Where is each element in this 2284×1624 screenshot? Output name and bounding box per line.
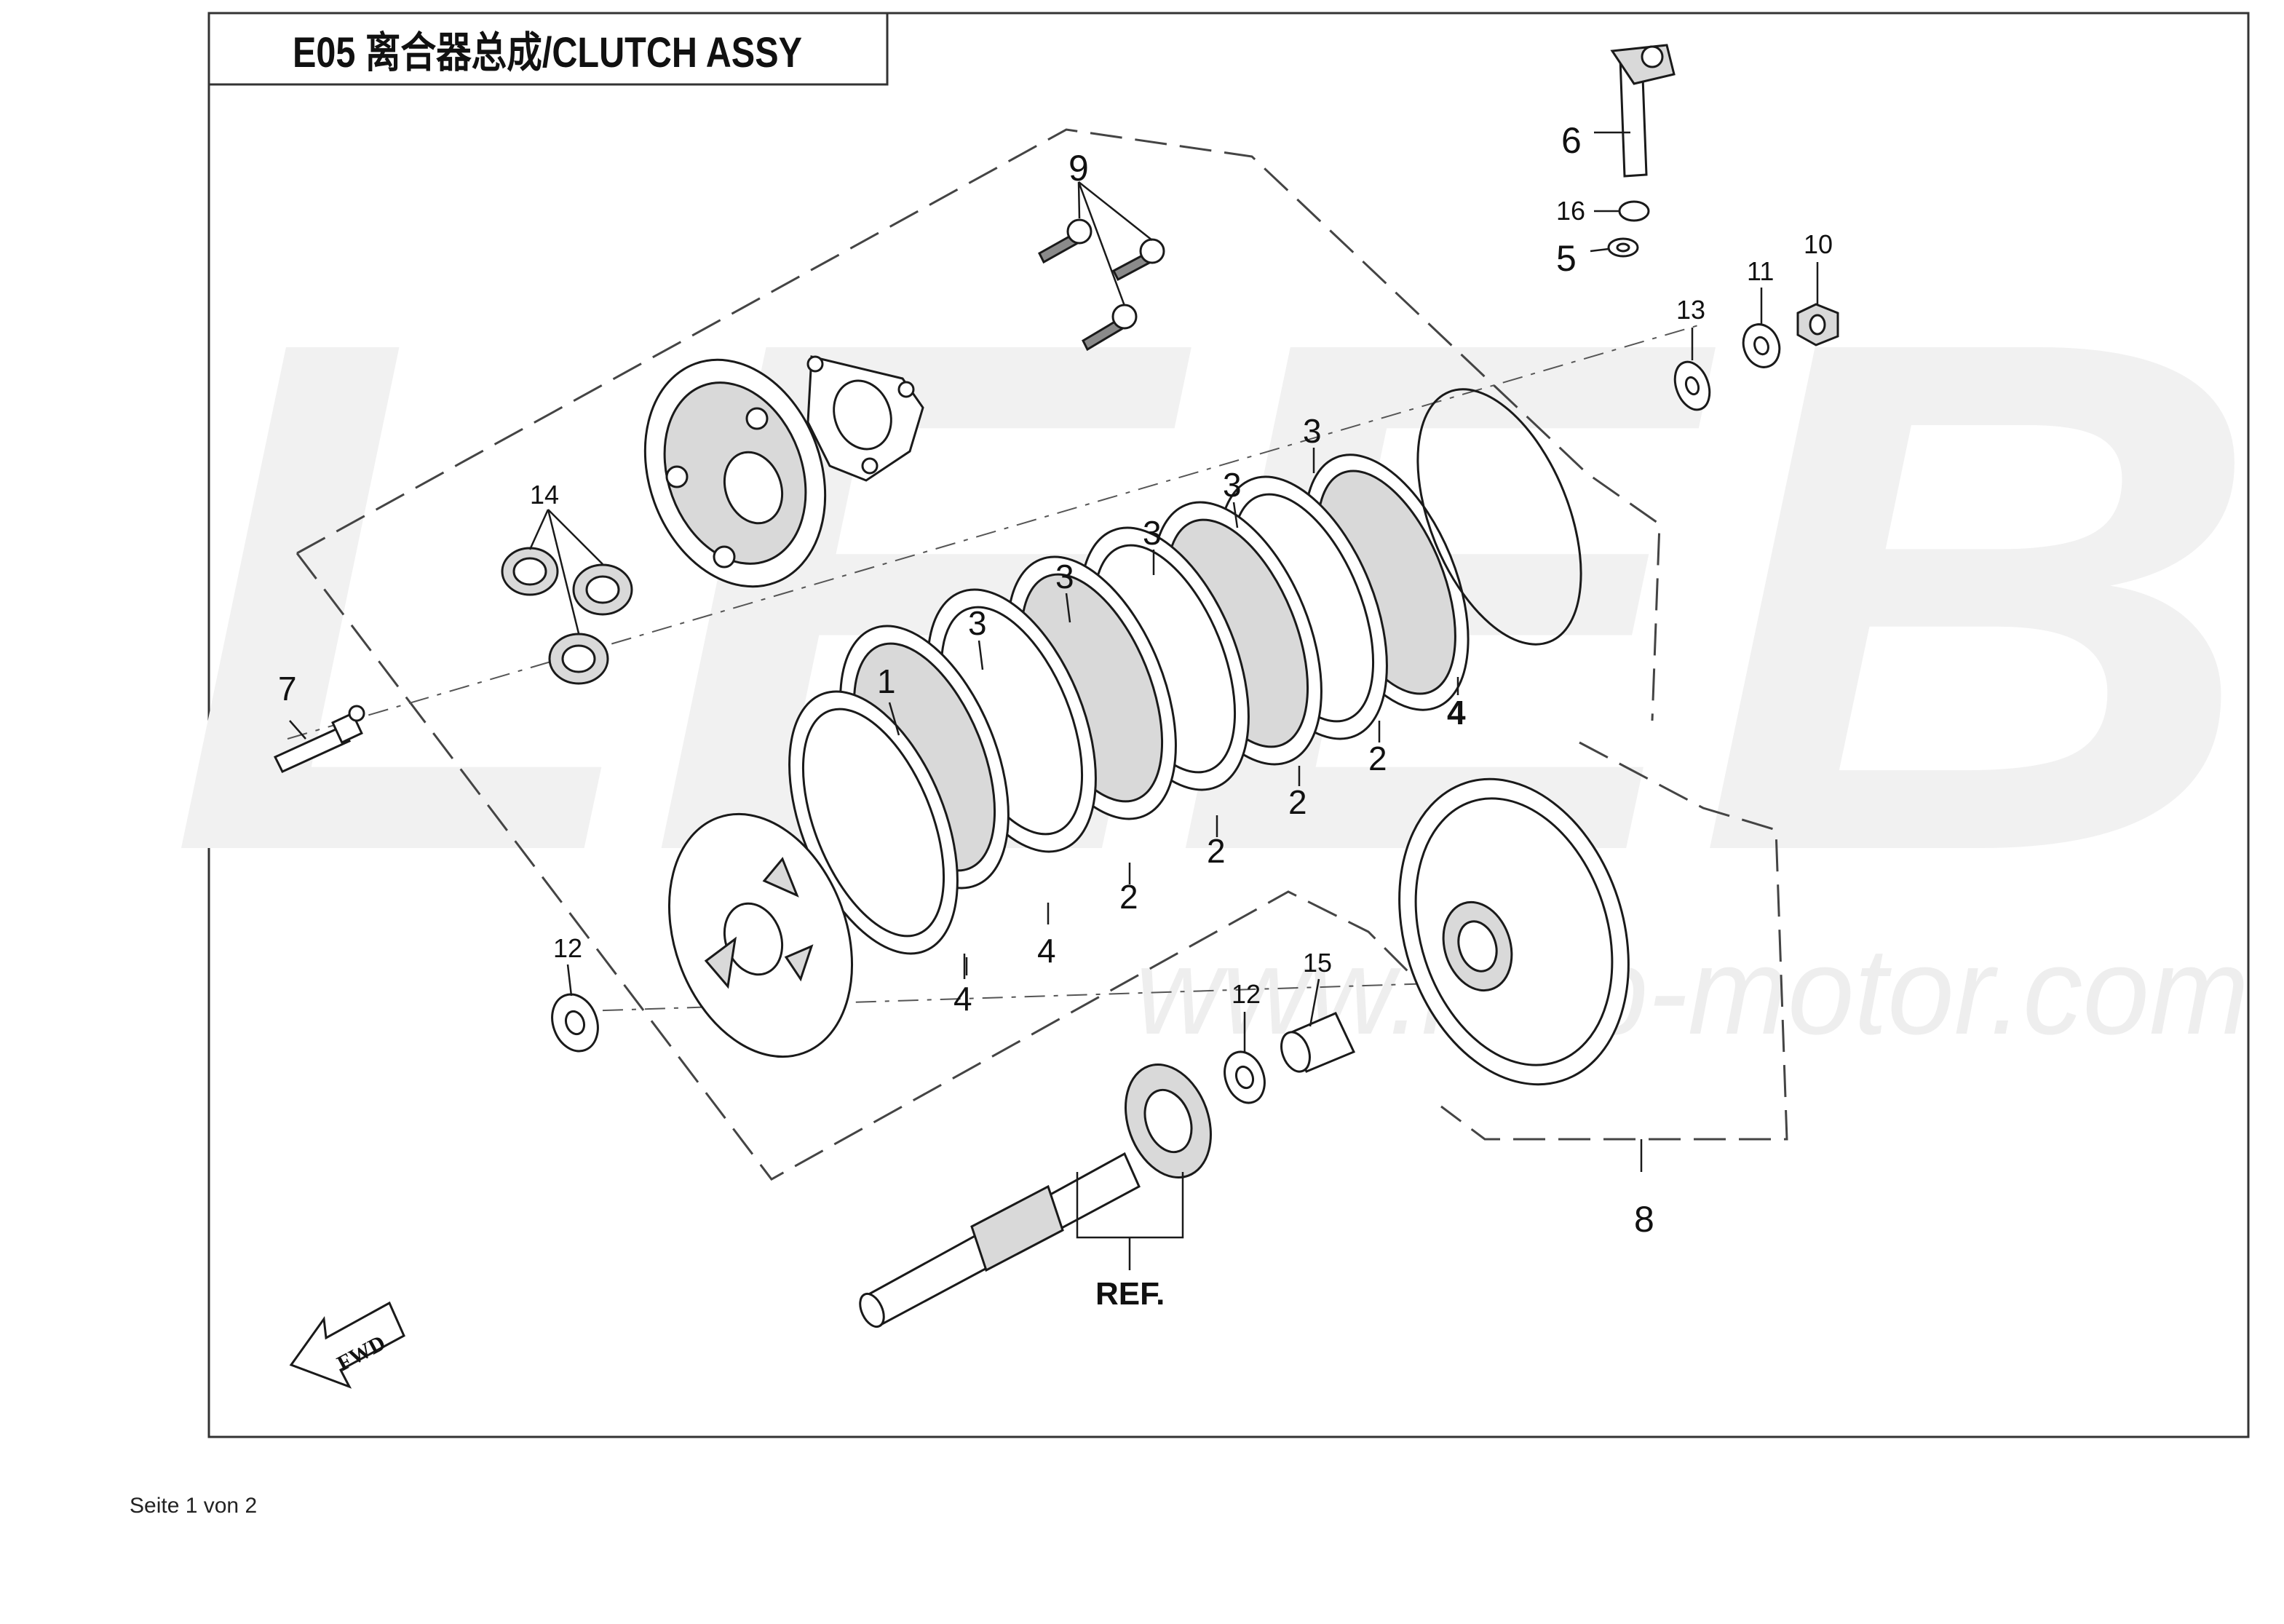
thrust-washers <box>551 993 1266 1104</box>
clutch-springs <box>501 547 633 685</box>
callout-3-a: 3 <box>968 604 987 642</box>
callout-13: 13 <box>1676 295 1705 325</box>
callout-14: 14 <box>530 480 559 510</box>
push-rod <box>273 705 365 773</box>
oil-seal-16 <box>1618 200 1650 222</box>
callout-leaders <box>289 131 1819 1052</box>
washer-13 <box>1673 360 1711 411</box>
assembly-axis <box>287 323 1704 740</box>
bolts <box>1038 218 1165 352</box>
forward-arrow: FWD <box>289 1301 405 1389</box>
clutch-housing-boundary <box>1440 741 1788 1141</box>
callout-9: 9 <box>1068 148 1089 189</box>
bushing <box>1280 1012 1356 1073</box>
pressure-plate <box>643 358 827 588</box>
callout-2-d: 2 <box>1368 740 1387 777</box>
callout-16: 16 <box>1556 196 1585 226</box>
bearing <box>1125 1063 1212 1179</box>
nut-10 <box>1796 303 1839 346</box>
inner-parts-boundary <box>296 128 1661 721</box>
callout-15: 15 <box>1303 948 1332 978</box>
callout-7: 7 <box>278 670 297 708</box>
lower-parts-boundary <box>296 552 1443 1181</box>
callout-10: 10 <box>1804 229 1833 259</box>
washer-5 <box>1607 237 1639 258</box>
reference-label: REF. <box>1095 1276 1165 1312</box>
diagram-title: E05 离合器总成/CLUTCH ASSY <box>293 29 802 76</box>
callout-11: 11 <box>1747 256 1774 286</box>
main-shaft <box>859 1152 1141 1328</box>
clutch-plate-stack <box>788 453 1470 955</box>
callout-6: 6 <box>1561 120 1582 161</box>
callout-1: 1 <box>877 662 896 700</box>
lifter-plate <box>806 355 924 482</box>
callout-2-c: 2 <box>1288 783 1307 821</box>
wire-ring <box>1416 388 1582 646</box>
callout-12-right: 12 <box>1232 979 1261 1009</box>
clutch-housing <box>1398 777 1630 1086</box>
callout-2-a: 2 <box>1119 878 1138 916</box>
callout-3-b: 3 <box>1055 558 1074 595</box>
callout-8: 8 <box>1634 1199 1654 1240</box>
callout-3-d: 3 <box>1223 466 1242 504</box>
callout-5: 5 <box>1556 238 1577 279</box>
callout-2-b: 2 <box>1207 832 1226 870</box>
clutch-hub <box>667 812 854 1058</box>
callout-4-c: 4 <box>1447 694 1466 732</box>
title-box <box>207 12 889 86</box>
callout-4-b: 4 <box>1037 932 1056 970</box>
callout-3-e: 3 <box>1303 412 1322 450</box>
callout-3-c: 3 <box>1143 514 1162 552</box>
callout-12-left: 12 <box>553 933 582 963</box>
callout-4-a: 4 <box>953 980 972 1018</box>
lock-washer-11 <box>1742 323 1781 368</box>
page-footer: Seite 1 von 2 <box>130 1494 258 1518</box>
release-shaft <box>1610 44 1676 178</box>
